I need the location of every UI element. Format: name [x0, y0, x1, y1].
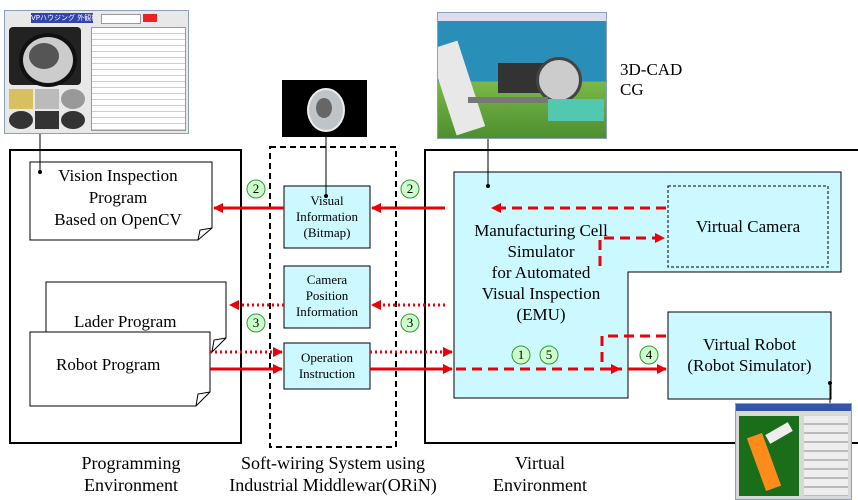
robot-program-label: Robot Program	[56, 355, 161, 374]
virtual-robot-box	[667, 311, 832, 400]
step-3-right: 3	[406, 315, 414, 330]
step-circles	[246, 179, 659, 365]
camera-position-box	[283, 265, 371, 329]
virtual-robot-label: Virtual Robot(Robot Simulator)	[687, 335, 812, 375]
bitmap-thumbnail	[282, 80, 367, 137]
arrow-robot-to-emu-dashed	[600, 334, 666, 371]
vision-inspection-screenshot: VPハウジング 外観検査	[4, 10, 189, 134]
arrow-emu-to-camera-dashed	[598, 233, 665, 266]
robot-program-document	[29, 331, 211, 407]
vision-screenshot-title: VPハウジング 外観検査	[31, 13, 93, 23]
step-5-emu: 5	[545, 347, 553, 362]
step-1-emu: 1	[517, 347, 525, 362]
lader-program-label: Lader Program	[74, 312, 177, 331]
step-4-robot: 4	[645, 347, 653, 362]
virtual-camera-box	[667, 185, 829, 268]
3d-cad-screenshot	[437, 12, 607, 139]
virtual-camera-label: Virtual Camera	[695, 217, 801, 236]
robot-simulator-screenshot	[735, 403, 852, 500]
step-3-left: 3	[252, 315, 260, 330]
vision-program-document	[29, 161, 213, 241]
operation-instruction-box	[283, 342, 371, 390]
step-2-right: 2	[406, 181, 414, 196]
softwiring-frame	[269, 146, 397, 448]
step-2-left: 2	[252, 181, 260, 196]
